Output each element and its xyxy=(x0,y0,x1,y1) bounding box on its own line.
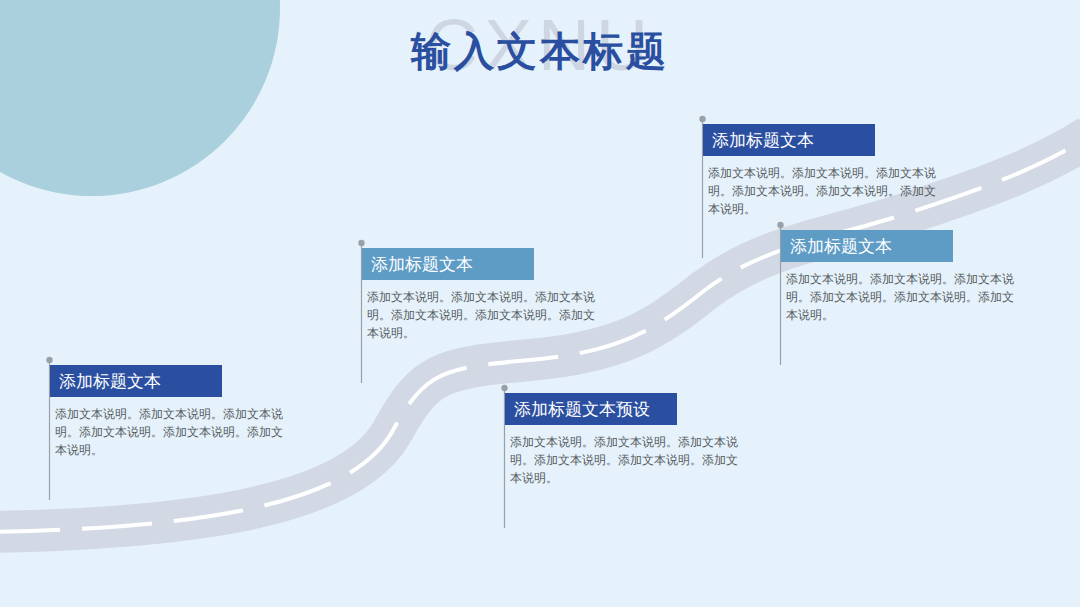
pole-knob xyxy=(46,357,52,363)
milestone-flag: 添加标题文本添加文本说明。添加文本说明。添加文本说明。添加文本说明。添加文本说明… xyxy=(362,248,605,342)
road-marking xyxy=(0,136,1080,532)
milestone-flag: 添加标题文本添加文本说明。添加文本说明。添加文本说明。添加文本说明。添加文本说明… xyxy=(781,230,1024,324)
corner-circle xyxy=(0,0,280,196)
milestone-flag: 添加标题文本添加文本说明。添加文本说明。添加文本说明。添加文本说明。添加文本说明… xyxy=(703,124,946,218)
flag-body-text: 添加文本说明。添加文本说明。添加文本说明。添加文本说明。添加文本说明。添加文本说… xyxy=(510,433,748,487)
pole-knob xyxy=(777,222,783,228)
slide-title: 输入文本标题 xyxy=(0,24,1080,79)
flag-body-text: 添加文本说明。添加文本说明。添加文本说明。添加文本说明。添加文本说明。添加文本说… xyxy=(708,164,946,218)
flag-heading: 添加标题文本 xyxy=(781,230,953,262)
flag-body-text: 添加文本说明。添加文本说明。添加文本说明。添加文本说明。添加文本说明。添加文本说… xyxy=(786,270,1024,324)
pole-knob xyxy=(358,240,364,246)
flag-poles xyxy=(46,116,783,528)
road xyxy=(0,136,1080,532)
pole-knob xyxy=(699,116,705,122)
flag-body-text: 添加文本说明。添加文本说明。添加文本说明。添加文本说明。添加文本说明。添加文本说… xyxy=(367,288,605,342)
milestone-flag: 添加标题文本添加文本说明。添加文本说明。添加文本说明。添加文本说明。添加文本说明… xyxy=(50,365,293,459)
pole-knob xyxy=(501,385,507,391)
flag-heading: 添加标题文本预设 xyxy=(505,393,677,425)
milestone-flag: 添加标题文本预设添加文本说明。添加文本说明。添加文本说明。添加文本说明。添加文本… xyxy=(505,393,748,487)
flag-heading: 添加标题文本 xyxy=(703,124,875,156)
flag-heading: 添加标题文本 xyxy=(362,248,534,280)
flag-heading: 添加标题文本 xyxy=(50,365,222,397)
flag-body-text: 添加文本说明。添加文本说明。添加文本说明。添加文本说明。添加文本说明。添加文本说… xyxy=(55,405,293,459)
